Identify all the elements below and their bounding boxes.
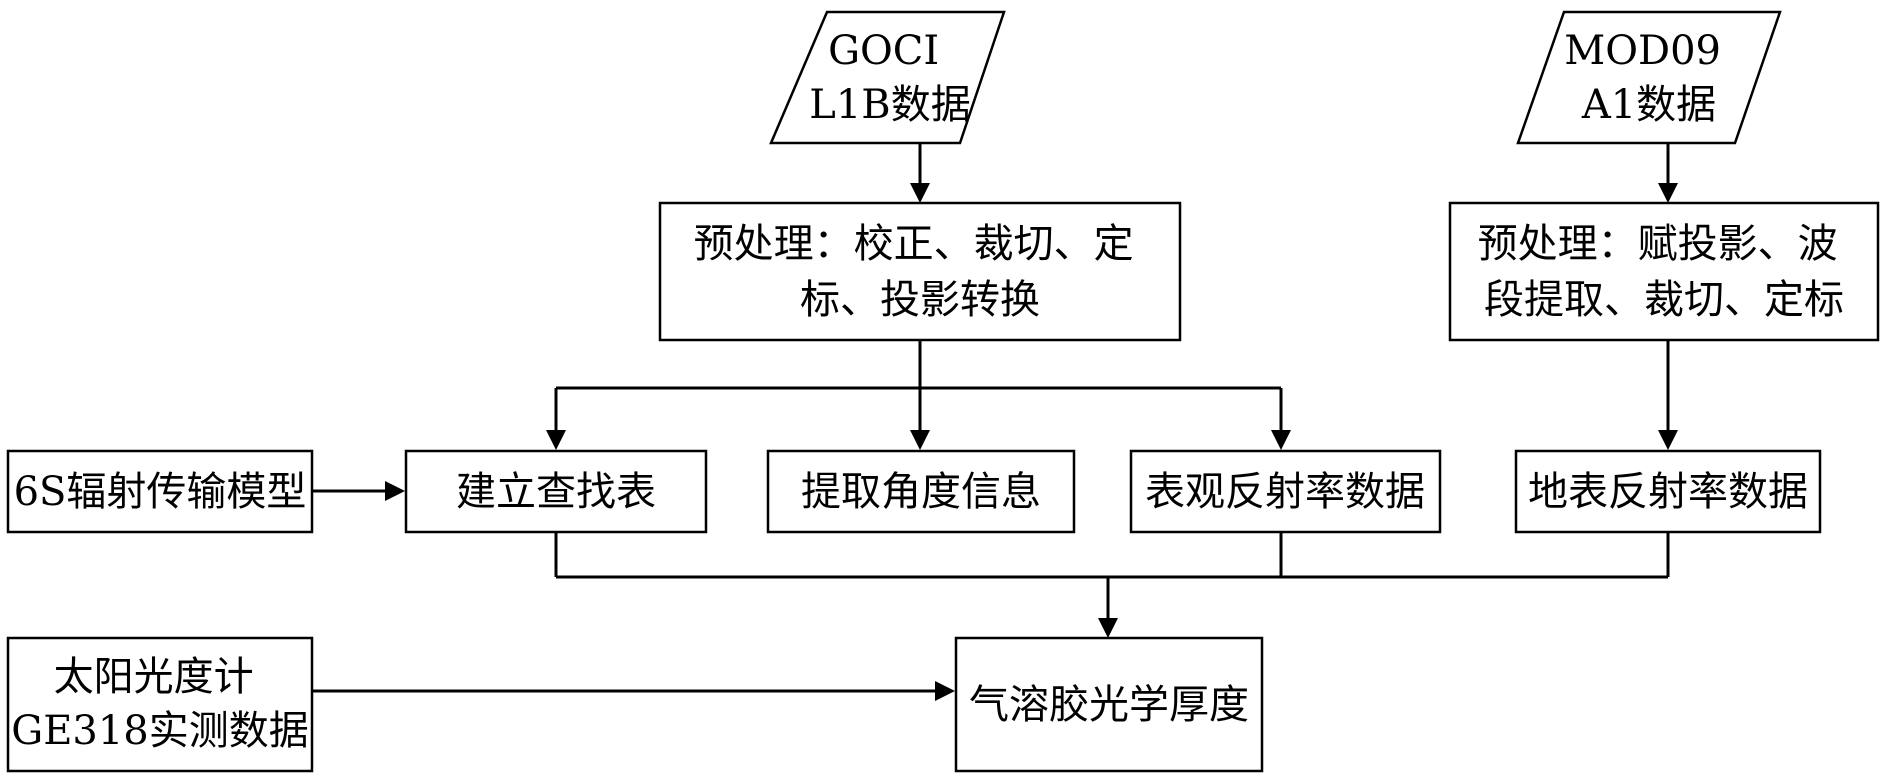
node-mod09-preprocess-shape [1448, 201, 1880, 342]
node-goci-data-shape [769, 10, 1006, 145]
node-goci-preprocess-line2: 标、投影转换 [800, 277, 1040, 323]
node-goci-data-line2: L1B数据 [809, 82, 970, 128]
node-sunphotometer-line1: 太阳光度计 [54, 654, 254, 700]
node-apparent-reflectance: 表观反射率数据 [1129, 449, 1442, 534]
node-mod09-data: MOD09 A1数据 [1516, 10, 1782, 145]
arrowhead-goci-preprocess [910, 183, 930, 203]
connectors [312, 143, 1678, 701]
node-mod09-preprocess-line1: 预处理：赋投影、波 [1478, 221, 1838, 267]
node-surface-reflectance: 地表反射率数据 [1514, 449, 1822, 534]
svg-text:建立查找表: 建立查找表 [456, 469, 656, 515]
node-sunphotometer-shape [6, 636, 314, 773]
node-goci-data: GOCI L1B数据 [769, 10, 1006, 145]
svg-text:地表反射率数据: 地表反射率数据 [1528, 469, 1808, 515]
svg-text:提取角度信息: 提取角度信息 [801, 469, 1041, 515]
arrowhead-angle [910, 430, 930, 450]
node-surface-reflectance-line1: 地表反射率数据 [1528, 469, 1808, 515]
node-sunphotometer-line2: GE318实测数据 [11, 708, 309, 754]
arrowhead-6s [385, 481, 405, 501]
node-mod09-data-line1: MOD09 [1564, 28, 1721, 74]
arrowhead-surface [1658, 430, 1678, 450]
node-goci-preprocess-shape [658, 201, 1182, 342]
node-aod-line1: 气溶胶光学厚度 [969, 682, 1249, 728]
node-6s-model: 6S辐射传输模型 [6, 449, 314, 534]
node-mod09-preprocess: 预处理：赋投影、波 段提取、裁切、定标 [1448, 201, 1880, 342]
node-6s-model-shape [6, 449, 314, 534]
svg-text:气溶胶光学厚度: 气溶胶光学厚度 [969, 682, 1249, 728]
node-sunphotometer: 太阳光度计 GE318实测数据 [6, 636, 314, 773]
svg-text:MOD09 A1数据: MOD09 A1数据 [1564, 28, 1733, 128]
node-goci-data-line1: GOCI [828, 28, 939, 74]
svg-text:6S辐射传输模型: 6S辐射传输模型 [14, 469, 307, 515]
node-goci-preprocess-line1: 预处理：校正、裁切、定 [694, 221, 1134, 267]
arrowhead-apparent [1271, 430, 1291, 450]
node-lookup-table: 建立查找表 [404, 449, 708, 534]
svg-text:表观反射率数据: 表观反射率数据 [1145, 469, 1425, 515]
node-goci-preprocess: 预处理：校正、裁切、定 标、投影转换 [658, 201, 1182, 342]
node-aod-shape [954, 636, 1264, 773]
arrowhead-lookup [546, 430, 566, 450]
node-apparent-reflectance-shape [1129, 449, 1442, 534]
node-lookup-table-shape [404, 449, 708, 534]
svg-text:预处理：赋投影、波 段提取、裁切、定标: 预处理：赋投影、波 段提取、裁切、定标 [1478, 221, 1851, 323]
arrowhead-aod-top [1098, 618, 1118, 638]
arrowhead-aod-left [935, 681, 955, 701]
node-apparent-reflectance-line1: 表观反射率数据 [1145, 469, 1425, 515]
node-angle-info-shape [766, 449, 1076, 534]
svg-text:预处理：校正、裁切、定 标、投影转换: 预处理：校正、裁切、定 标、投影转换 [694, 221, 1147, 323]
svg-text:GOCI L1B数据: GOCI L1B数据 [809, 28, 970, 128]
svg-text:太阳光度计 GE318实测数据: 太阳光度计 GE318实测数据 [11, 654, 309, 754]
node-surface-reflectance-shape [1514, 449, 1822, 534]
node-aod: 气溶胶光学厚度 [954, 636, 1264, 773]
node-angle-info: 提取角度信息 [766, 449, 1076, 534]
node-angle-info-line1: 提取角度信息 [801, 469, 1041, 515]
node-mod09-data-line2: A1数据 [1581, 82, 1716, 128]
node-mod09-preprocess-line2: 段提取、裁切、定标 [1484, 277, 1844, 323]
node-6s-model-line1: 6S辐射传输模型 [14, 469, 307, 515]
node-lookup-table-line1: 建立查找表 [456, 469, 656, 515]
node-mod09-data-shape [1516, 10, 1782, 145]
arrowhead-mod09-preprocess [1658, 183, 1678, 203]
